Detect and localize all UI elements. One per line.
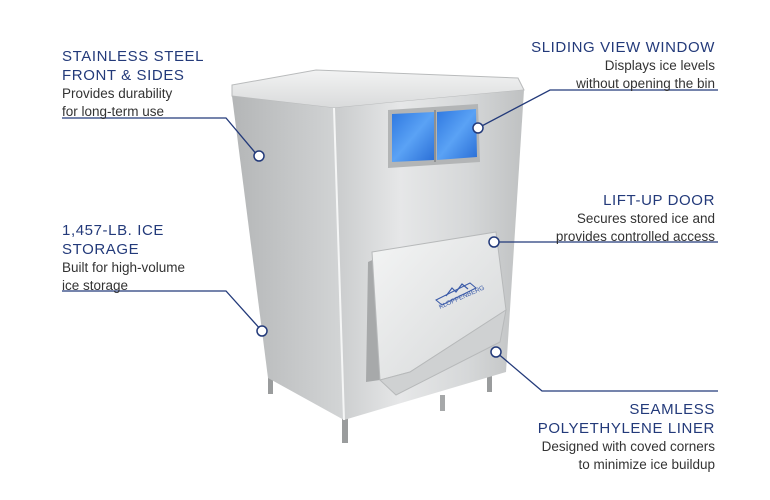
sliding-view-window [388,104,480,168]
callout-description: Designed with coved corners [541,439,715,454]
callout-polyethylene-liner: SEAMLESS POLYETHYLENE LINER Designed wit… [538,400,715,474]
callout-description: Built for high-volume [62,260,186,275]
leader-line-storage [62,290,263,332]
callout-description: Displays ice levels [604,58,715,73]
lift-up-door: KLOPPENBERG [371,231,507,396]
marker-dot [472,122,484,134]
leg [440,395,445,411]
callout-description: Provides durability [62,86,173,101]
marker-dot [488,236,500,248]
leader-lines [62,89,718,392]
leg [487,372,492,392]
callout-title: SEAMLESS [629,401,715,418]
callout-title: SLIDING VIEW WINDOW [531,39,715,56]
ice-bin: KLOPPENBERG [231,69,525,443]
callout-description: Secures stored ice and [576,211,715,226]
leader-line-liner [495,351,718,392]
leader-line-steel [62,117,259,157]
leg [342,410,348,443]
callout-description: for long-term use [62,104,165,119]
callout-description: ice storage [62,278,129,293]
callout-markers [253,122,502,358]
leg [268,372,273,394]
callout-ice-storage: 1,457-LB. ICE STORAGE Built for high-vol… [62,221,185,295]
marker-dot [253,150,265,162]
bin-side-panel [232,96,344,420]
callout-title: FRONT & SIDES [62,67,185,84]
callout-title: STORAGE [62,241,140,258]
callout-description: provides controlled access [555,229,715,244]
marker-dot [490,346,502,358]
callout-lift-up-door: LIFT-UP DOOR Secures stored ice and prov… [556,191,715,246]
callout-title: STAINLESS STEEL [62,48,205,65]
callout-title: POLYETHYLENE LINER [537,420,715,437]
marker-dot [256,325,268,337]
callout-sliding-view-window: SLIDING VIEW WINDOW Displays ice levels … [531,38,715,93]
callout-title: 1,457-LB. ICE [62,222,165,239]
leader-line-window [477,89,718,129]
callout-description: without opening the bin [576,76,715,91]
callout-stainless-steel: STAINLESS STEEL FRONT & SIDES Provides d… [62,47,204,121]
corner-edge [333,107,345,421]
callout-title: LIFT-UP DOOR [603,192,715,209]
callout-description: to minimize ice buildup [578,457,715,472]
